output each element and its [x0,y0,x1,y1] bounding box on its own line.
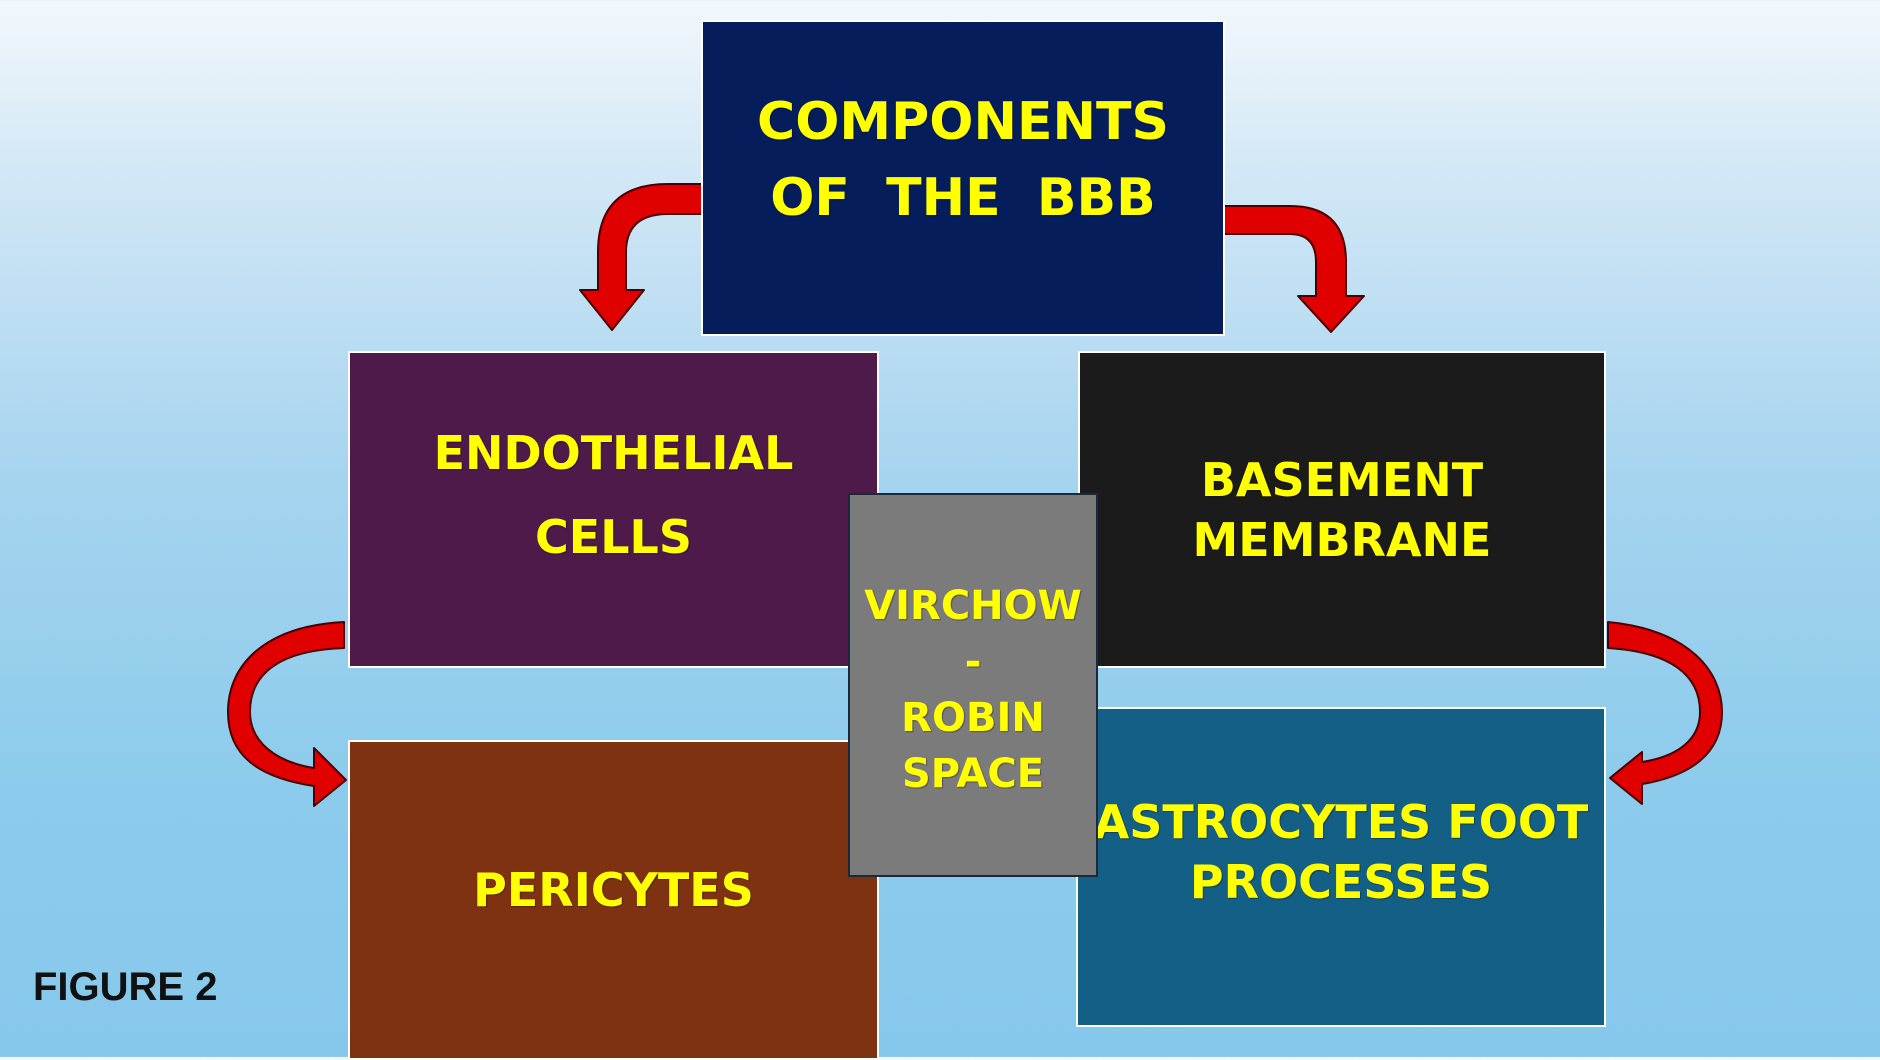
arrow-endothelial-to-pericytes [227,621,347,807]
pericytes-label: PERICYTES [473,863,754,917]
pericytes-box: PERICYTES [348,740,879,1060]
virchow-label-line-2: - [964,639,982,685]
virchow-robin-space-box: VIRCHOW - ROBIN SPACE [848,493,1098,877]
arrow-basement-to-astrocytes [1607,621,1723,805]
basement-membrane-box: BASEMENT MEMBRANE [1078,351,1606,668]
basement-label-line-2: MEMBRANE [1192,512,1492,567]
virchow-label-line-3: ROBIN [901,695,1045,741]
figure-label: FIGURE 2 [33,965,218,1009]
endothelial-label-line-1: ENDOTHELIAL [433,425,794,480]
virchow-label-line-4: SPACE [901,751,1045,797]
arrow-root-to-endothelial [579,183,703,331]
arrow-root-to-basement [1221,205,1365,333]
virchow-label-line-1: VIRCHOW [864,583,1082,629]
endothelial-cells-box: ENDOTHELIAL CELLS [348,351,879,668]
endothelial-label-line-2: CELLS [535,509,692,564]
basement-label-line-1: BASEMENT [1200,452,1484,507]
root-title-line-2: OF THE BBB [770,168,1156,228]
bbb-components-box: COMPONENTS OF THE BBB [701,20,1225,336]
astrocytes-label-line-1: ASTROCYTES FOOT [1093,795,1589,849]
astrocytes-foot-processes-box: ASTROCYTES FOOT PROCESSES [1076,707,1606,1027]
root-title-line-1: COMPONENTS [757,92,1169,152]
astrocytes-label-line-2: PROCESSES [1189,855,1493,909]
